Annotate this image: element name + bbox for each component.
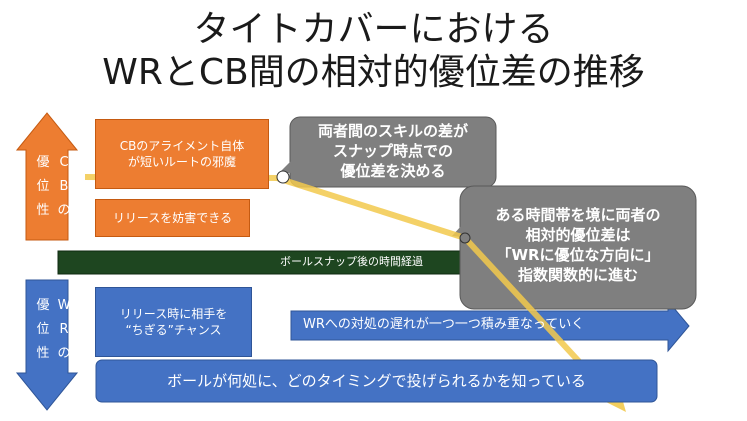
wr-label-right-3: の xyxy=(57,346,71,361)
cb-label-right: C B の xyxy=(57,155,71,219)
cb-label-right-1: C xyxy=(59,155,69,170)
cb-label-left-2: 位 xyxy=(36,179,50,194)
slide-title: タイトカバーにおける WRとCB間の相対的優位差の推移 xyxy=(0,8,747,94)
turning-point-1 xyxy=(276,170,290,184)
cb-release-box: リリースを妨害できる xyxy=(95,199,250,237)
title-line-1: タイトカバーにおける xyxy=(193,9,554,50)
wr-label-right-2: R xyxy=(59,322,69,337)
wr-advantage-arrow xyxy=(15,279,79,411)
wr-label-left-3: 性 xyxy=(36,346,50,361)
bottom-bar-shape xyxy=(95,359,658,403)
bottom-bar-label: ボールが何処に、どのタイミングで投げられるかを知っている xyxy=(167,372,586,390)
cb-alignment-box: CBのアライメント自体 が短いルートの邪魔 xyxy=(95,119,269,189)
callout-1-text: 両者間のスキルの差が スナップ時点での 優位差を決める xyxy=(317,122,468,180)
cb-label-left: 優 位 性 xyxy=(36,155,50,219)
wr-release-box: リリース時に相手を “ちぎる”チャンス xyxy=(95,287,252,357)
title-line-2: WRとCB間の相対的優位差の推移 xyxy=(102,52,645,93)
cb-label-left-3: 性 xyxy=(36,203,50,218)
callout-2-shape xyxy=(459,185,697,310)
wr-label-left-1: 優 xyxy=(36,298,50,313)
cb-label-left-1: 優 xyxy=(36,155,50,170)
cb-label-right-3: の xyxy=(57,203,71,218)
wr-label-left: 優 位 性 xyxy=(36,298,50,362)
cb-advantage-arrow xyxy=(15,112,79,241)
cb-label-right-2: B xyxy=(59,179,69,194)
callout-2-text: ある時間帯を境に両者の 相対的優位差は 「WRに優位な方向に」 指数関数的に進む xyxy=(495,206,661,284)
timeline-label: ボールスナップ後の時間経過 xyxy=(280,255,423,268)
wr-label-right-1: W xyxy=(57,298,71,313)
callout-1-shape xyxy=(289,116,497,188)
progress-line-2 xyxy=(276,175,466,241)
wr-label-left-2: 位 xyxy=(36,322,50,337)
turning-point-2 xyxy=(459,232,471,244)
wr-delay-label: WRへの対処の遅れが一つ一つ積み重なっていく xyxy=(303,317,585,332)
callout-1-tail xyxy=(278,160,300,174)
wr-label-right: W R の xyxy=(57,298,71,362)
